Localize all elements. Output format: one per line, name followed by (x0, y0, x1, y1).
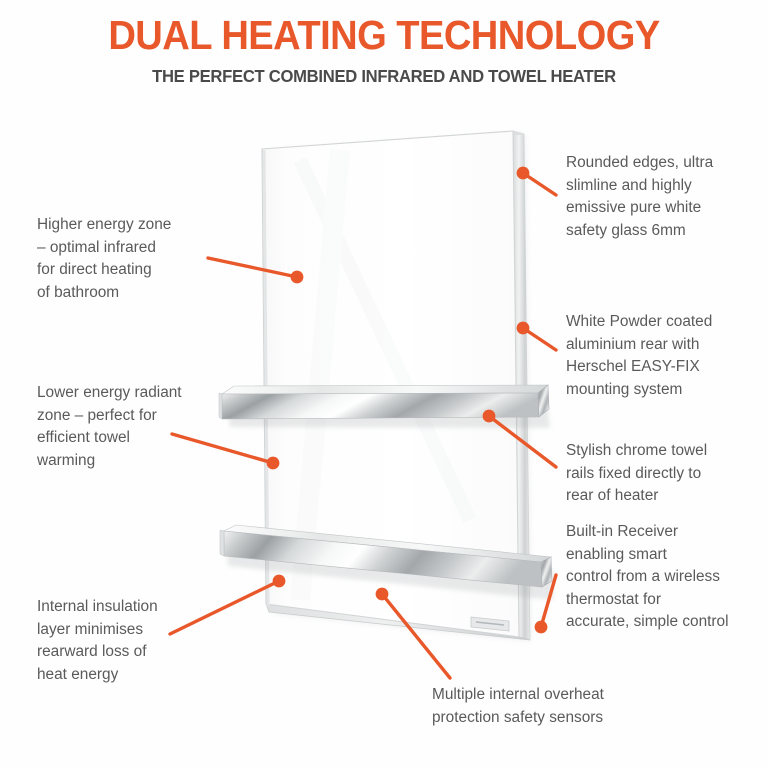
leader-line-receiver (539, 573, 558, 629)
leader-line-rails (487, 414, 558, 469)
leader-dot-receiver (534, 620, 548, 634)
upper-rail-left-cap (218, 392, 223, 420)
callout-sensors: Multiple internal overheat protection sa… (432, 686, 604, 726)
leader-line-higher-zone (206, 256, 299, 279)
heater-panel (261, 130, 531, 641)
leader-dot-rear (516, 321, 530, 335)
lower-rail-end-cap (540, 556, 553, 588)
page-title: DUAL HEATING TECHNOLOGY (108, 12, 660, 58)
callout-rails: Stylish chrome towel rails fixed directl… (566, 442, 708, 504)
leader-line-sensors (380, 592, 452, 680)
callout-glass: Rounded edges, ultra slimline and highly… (566, 154, 714, 239)
lower-rail-left-cap (219, 529, 225, 557)
brand-badge-icon (470, 616, 510, 632)
leader-lines (168, 171, 558, 680)
callout-insulation: Internal insulation layer minimises rear… (37, 598, 158, 683)
leader-dot-lower-zone (266, 456, 280, 470)
leader-dot-glass (516, 166, 530, 180)
callout-receiver: Built-in Receiver enabling smart control… (566, 523, 729, 630)
leader-dot-sensors (375, 587, 389, 601)
leader-dot-insulation (272, 574, 286, 588)
leader-line-insulation (168, 579, 281, 636)
leader-dot-higher-zone (290, 270, 304, 284)
callout-rear: White Powder coated aluminium rear with … (566, 313, 713, 398)
leader-dot-rails (482, 409, 496, 423)
callout-lower-zone: Lower energy radiant zone – perfect for … (37, 384, 182, 469)
lower-towel-rail (219, 524, 553, 600)
upper-towel-rail (218, 384, 550, 428)
page-subtitle: THE PERFECT COMBINED INFRARED AND TOWEL … (152, 66, 616, 86)
leader-line-rear (521, 326, 558, 352)
glass-reflection (290, 149, 477, 601)
callout-higher-zone: Higher energy zone – optimal infrared fo… (37, 216, 172, 301)
upper-rail-top-face (221, 384, 549, 395)
upper-rail-end-cap (537, 384, 550, 418)
leader-line-lower-zone (170, 432, 275, 465)
leader-dots (266, 166, 548, 634)
leader-line-glass (521, 171, 558, 197)
panel-front-glass (261, 130, 520, 638)
